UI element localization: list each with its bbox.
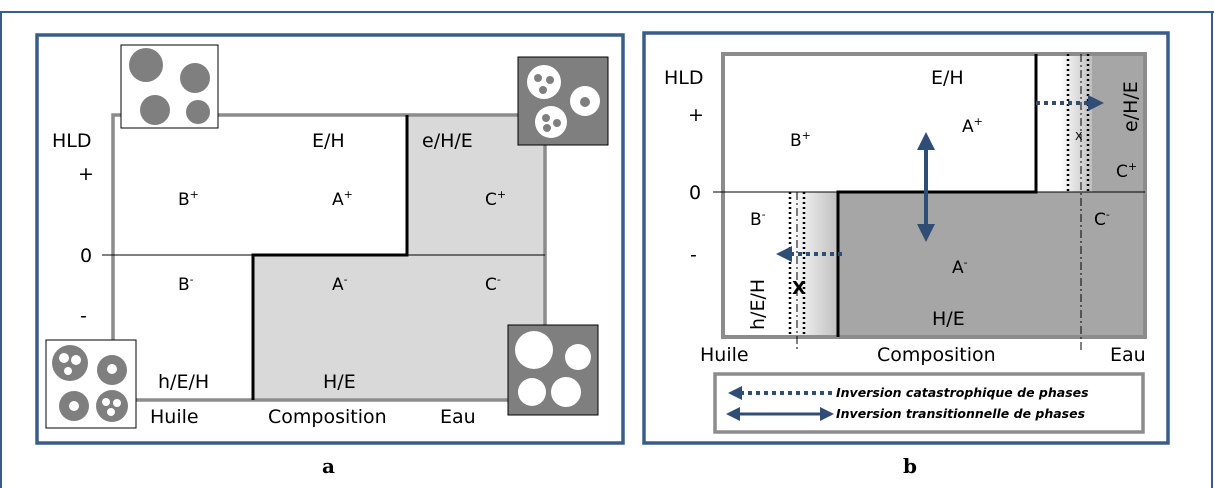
catastrophic-inversion-arrow-left bbox=[776, 246, 842, 262]
panel-b-marker-x-right: X bbox=[1075, 130, 1083, 143]
panel-a-diagram-border bbox=[111, 113, 547, 402]
panel-a-zone-a-minus: A- bbox=[332, 273, 348, 295]
panel-b-label-heh-vertical: h/E/H bbox=[747, 279, 769, 330]
droplet-thumbnail-multiple-emulsion-bottom bbox=[45, 339, 137, 429]
panel-b-legend: Inversion catastrophique de phases Inver… bbox=[713, 372, 1145, 434]
legend-catastrophic-arrow-icon bbox=[728, 386, 832, 400]
panel-a-label-eh: E/H bbox=[312, 130, 345, 152]
panel-a-zone-c-plus: C+ bbox=[485, 188, 506, 210]
panel-a-label-he: H/E bbox=[323, 371, 356, 393]
panel-b-label-eheh-vertical: e/H/E bbox=[1120, 81, 1142, 132]
panel-b: HLD + 0 - E/H A+ B+ B- A- C+ C- H/E e/H/… bbox=[642, 31, 1170, 478]
panel-a-zone-b-minus: B- bbox=[178, 273, 194, 295]
panel-b-transition-strip-right bbox=[1060, 54, 1092, 192]
panel-a-x-right: Eau bbox=[440, 406, 476, 428]
panel-b-sign-plus: + bbox=[688, 104, 704, 126]
panel-b-caption: b bbox=[903, 454, 917, 478]
catastrophic-inversion-arrow-right bbox=[1036, 95, 1104, 111]
panel-a-zone-b-plus: B+ bbox=[178, 188, 199, 210]
panel-b-x-center: Composition bbox=[877, 344, 996, 366]
panel-a-x-left: Huile bbox=[150, 406, 199, 428]
panel-b-inversion-line bbox=[836, 54, 1038, 337]
panel-b-zero-label: 0 bbox=[689, 182, 701, 204]
panel-b-sign-minus: - bbox=[690, 244, 697, 266]
panel-a-caption: a bbox=[322, 454, 335, 478]
panel-b-x-right: Eau bbox=[1110, 344, 1146, 366]
panel-a-zero-label: 0 bbox=[80, 245, 92, 267]
panel-b-label-he: H/E bbox=[932, 308, 965, 330]
panel-a-label-eheh: e/H/E bbox=[422, 130, 473, 152]
panel-b-zone-c-minus: C- bbox=[1094, 208, 1110, 230]
legend-transitional-arrow-icon bbox=[726, 407, 834, 421]
panel-b-diagram-border bbox=[721, 52, 1147, 339]
panel-a-label-heh: h/E/H bbox=[158, 371, 209, 393]
panel-a-zone-c-minus: C- bbox=[485, 273, 501, 295]
panel-a-water-continuous-region bbox=[253, 115, 545, 400]
droplet-thumbnail-water-in-oil-bottom bbox=[507, 324, 599, 416]
panel-b-zone-a-plus: A+ bbox=[962, 115, 983, 137]
droplet-thumbnail-oil-in-water-top bbox=[120, 44, 219, 129]
transitional-inversion-arrow bbox=[917, 132, 935, 242]
panel-b-zone-a-minus: A- bbox=[952, 256, 968, 278]
panel-a-sign-minus: - bbox=[80, 305, 87, 327]
legend-transitional-label: Inversion transitionnelle de phases bbox=[836, 406, 1085, 421]
panel-b-zone-b-plus: B+ bbox=[790, 129, 811, 151]
panel-b-label-eh: E/H bbox=[931, 67, 964, 89]
panel-b-zone-c-plus: C+ bbox=[1116, 160, 1137, 182]
panel-b-marker-x-left: X bbox=[792, 278, 806, 299]
droplet-thumbnail-multiple-emulsion-top bbox=[517, 56, 609, 146]
panel-a-zone-a-plus: A+ bbox=[332, 188, 353, 210]
panel-a-axis-title: HLD bbox=[52, 130, 92, 152]
panel-b-axis-title: HLD bbox=[664, 67, 704, 89]
panel-a: HLD + 0 - B+ B- A+ A- C+ C- E/H e/H/E h/… bbox=[35, 33, 625, 478]
legend-catastrophic-label: Inversion catastrophique de phases bbox=[836, 385, 1089, 400]
panel-a-sign-plus: + bbox=[78, 163, 94, 185]
panel-b-zone-b-minus: B- bbox=[750, 208, 766, 230]
panel-a-inversion-line bbox=[251, 115, 409, 400]
panel-a-x-center: Composition bbox=[268, 406, 387, 428]
panel-b-transition-strip-left bbox=[790, 192, 838, 337]
panel-b-x-left: Huile bbox=[700, 344, 749, 366]
